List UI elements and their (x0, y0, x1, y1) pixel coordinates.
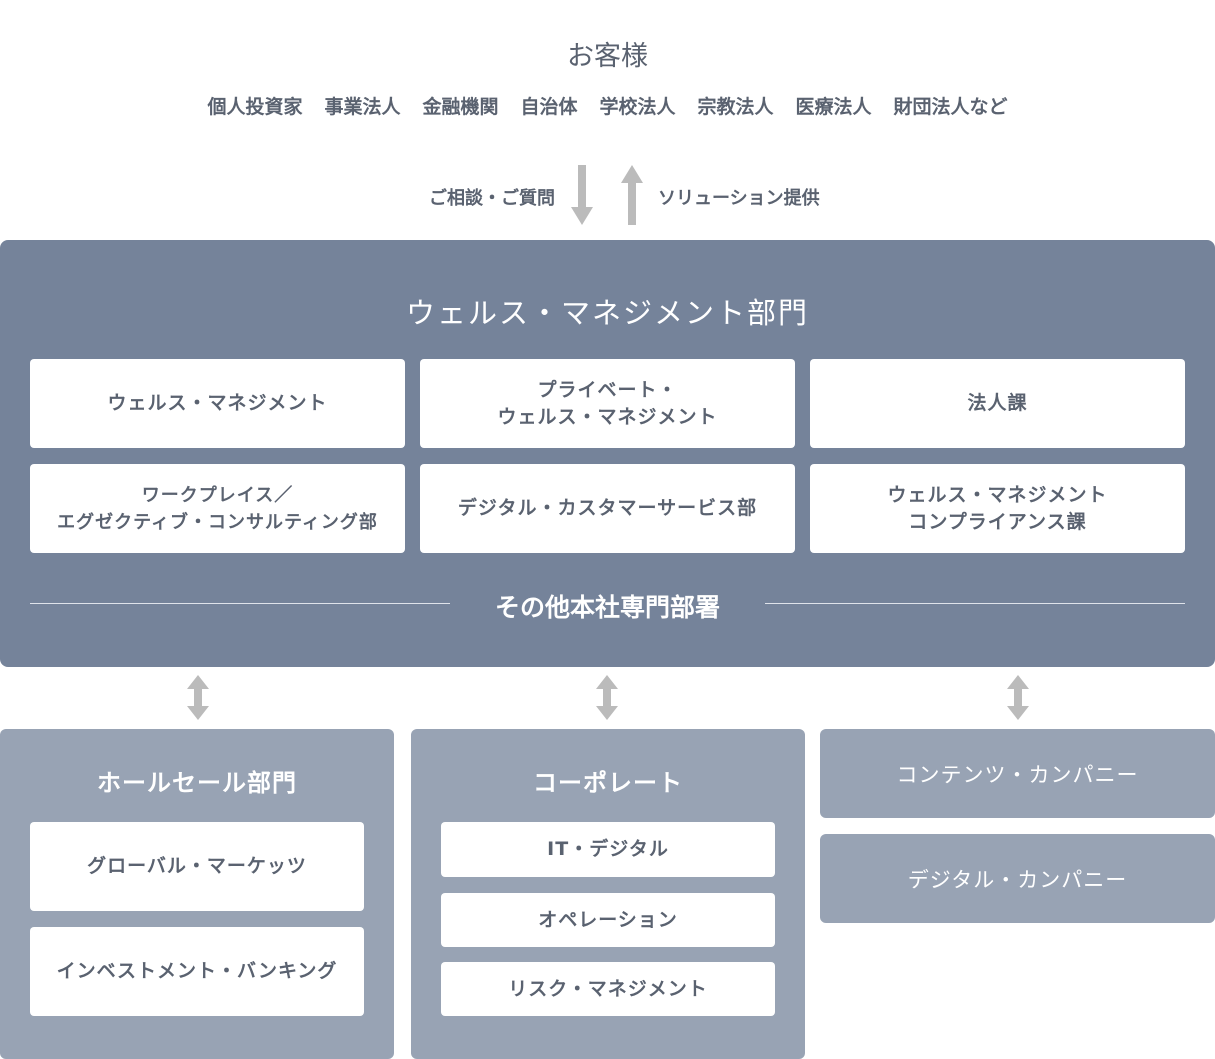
wealth-division-title: ウェルス・マネジメント部門 (405, 296, 809, 330)
company-box: コンテンツ・カンパニー (820, 729, 1215, 818)
double-arrow-icon (1007, 675, 1029, 720)
customer-type: 個人投資家 (207, 96, 303, 118)
customer-type: 財団法人など (893, 96, 1008, 118)
unit-card: ウェルス・マネジメント コンプライアンス課 (810, 464, 1185, 553)
customer-type: 学校法人 (599, 96, 676, 118)
unit-card: インベストメント・バンキング (30, 927, 364, 1016)
unit-card: リスク・マネジメント (441, 962, 775, 1016)
solution-label: ソリューション提供 (658, 188, 820, 209)
unit-card: ワークプレイス／ エグゼクティブ・コンサルティング部 (30, 464, 405, 553)
unit-card: プライベート・ ウェルス・マネジメント (420, 359, 795, 448)
customer-type: 自治体 (520, 96, 578, 118)
unit-card: デジタル・カスタマーサービス部 (420, 464, 795, 553)
customer-type: 金融機関 (422, 96, 499, 118)
customer-list: 個人投資家事業法人金融機関自治体学校法人宗教法人医療法人財団法人など (0, 92, 1215, 119)
arrow-down-icon (571, 165, 593, 225)
unit-card: 法人課 (810, 359, 1185, 448)
divider (30, 603, 450, 604)
double-arrow-icon (596, 675, 618, 720)
inquiry-label: ご相談・ご質問 (429, 188, 555, 209)
double-arrow-icon (187, 675, 209, 720)
corporate-title: コーポレート (533, 769, 683, 797)
customer-type: 事業法人 (324, 96, 401, 118)
unit-card: オペレーション (441, 893, 775, 947)
unit-card: グローバル・マーケッツ (30, 822, 364, 911)
wholesale-title: ホールセール部門 (97, 769, 297, 797)
arrow-up-icon (621, 165, 643, 225)
wealth-management-division (0, 240, 1215, 667)
customers-title: お客様 (567, 41, 648, 72)
company-box: デジタル・カンパニー (820, 834, 1215, 923)
unit-card: ウェルス・マネジメント (30, 359, 405, 448)
unit-card: IT・デジタル (441, 822, 775, 877)
customer-type: 医療法人 (795, 96, 872, 118)
customer-type: 宗教法人 (697, 96, 774, 118)
other-departments: その他本社専門部署 (494, 593, 720, 622)
divider (765, 603, 1185, 604)
